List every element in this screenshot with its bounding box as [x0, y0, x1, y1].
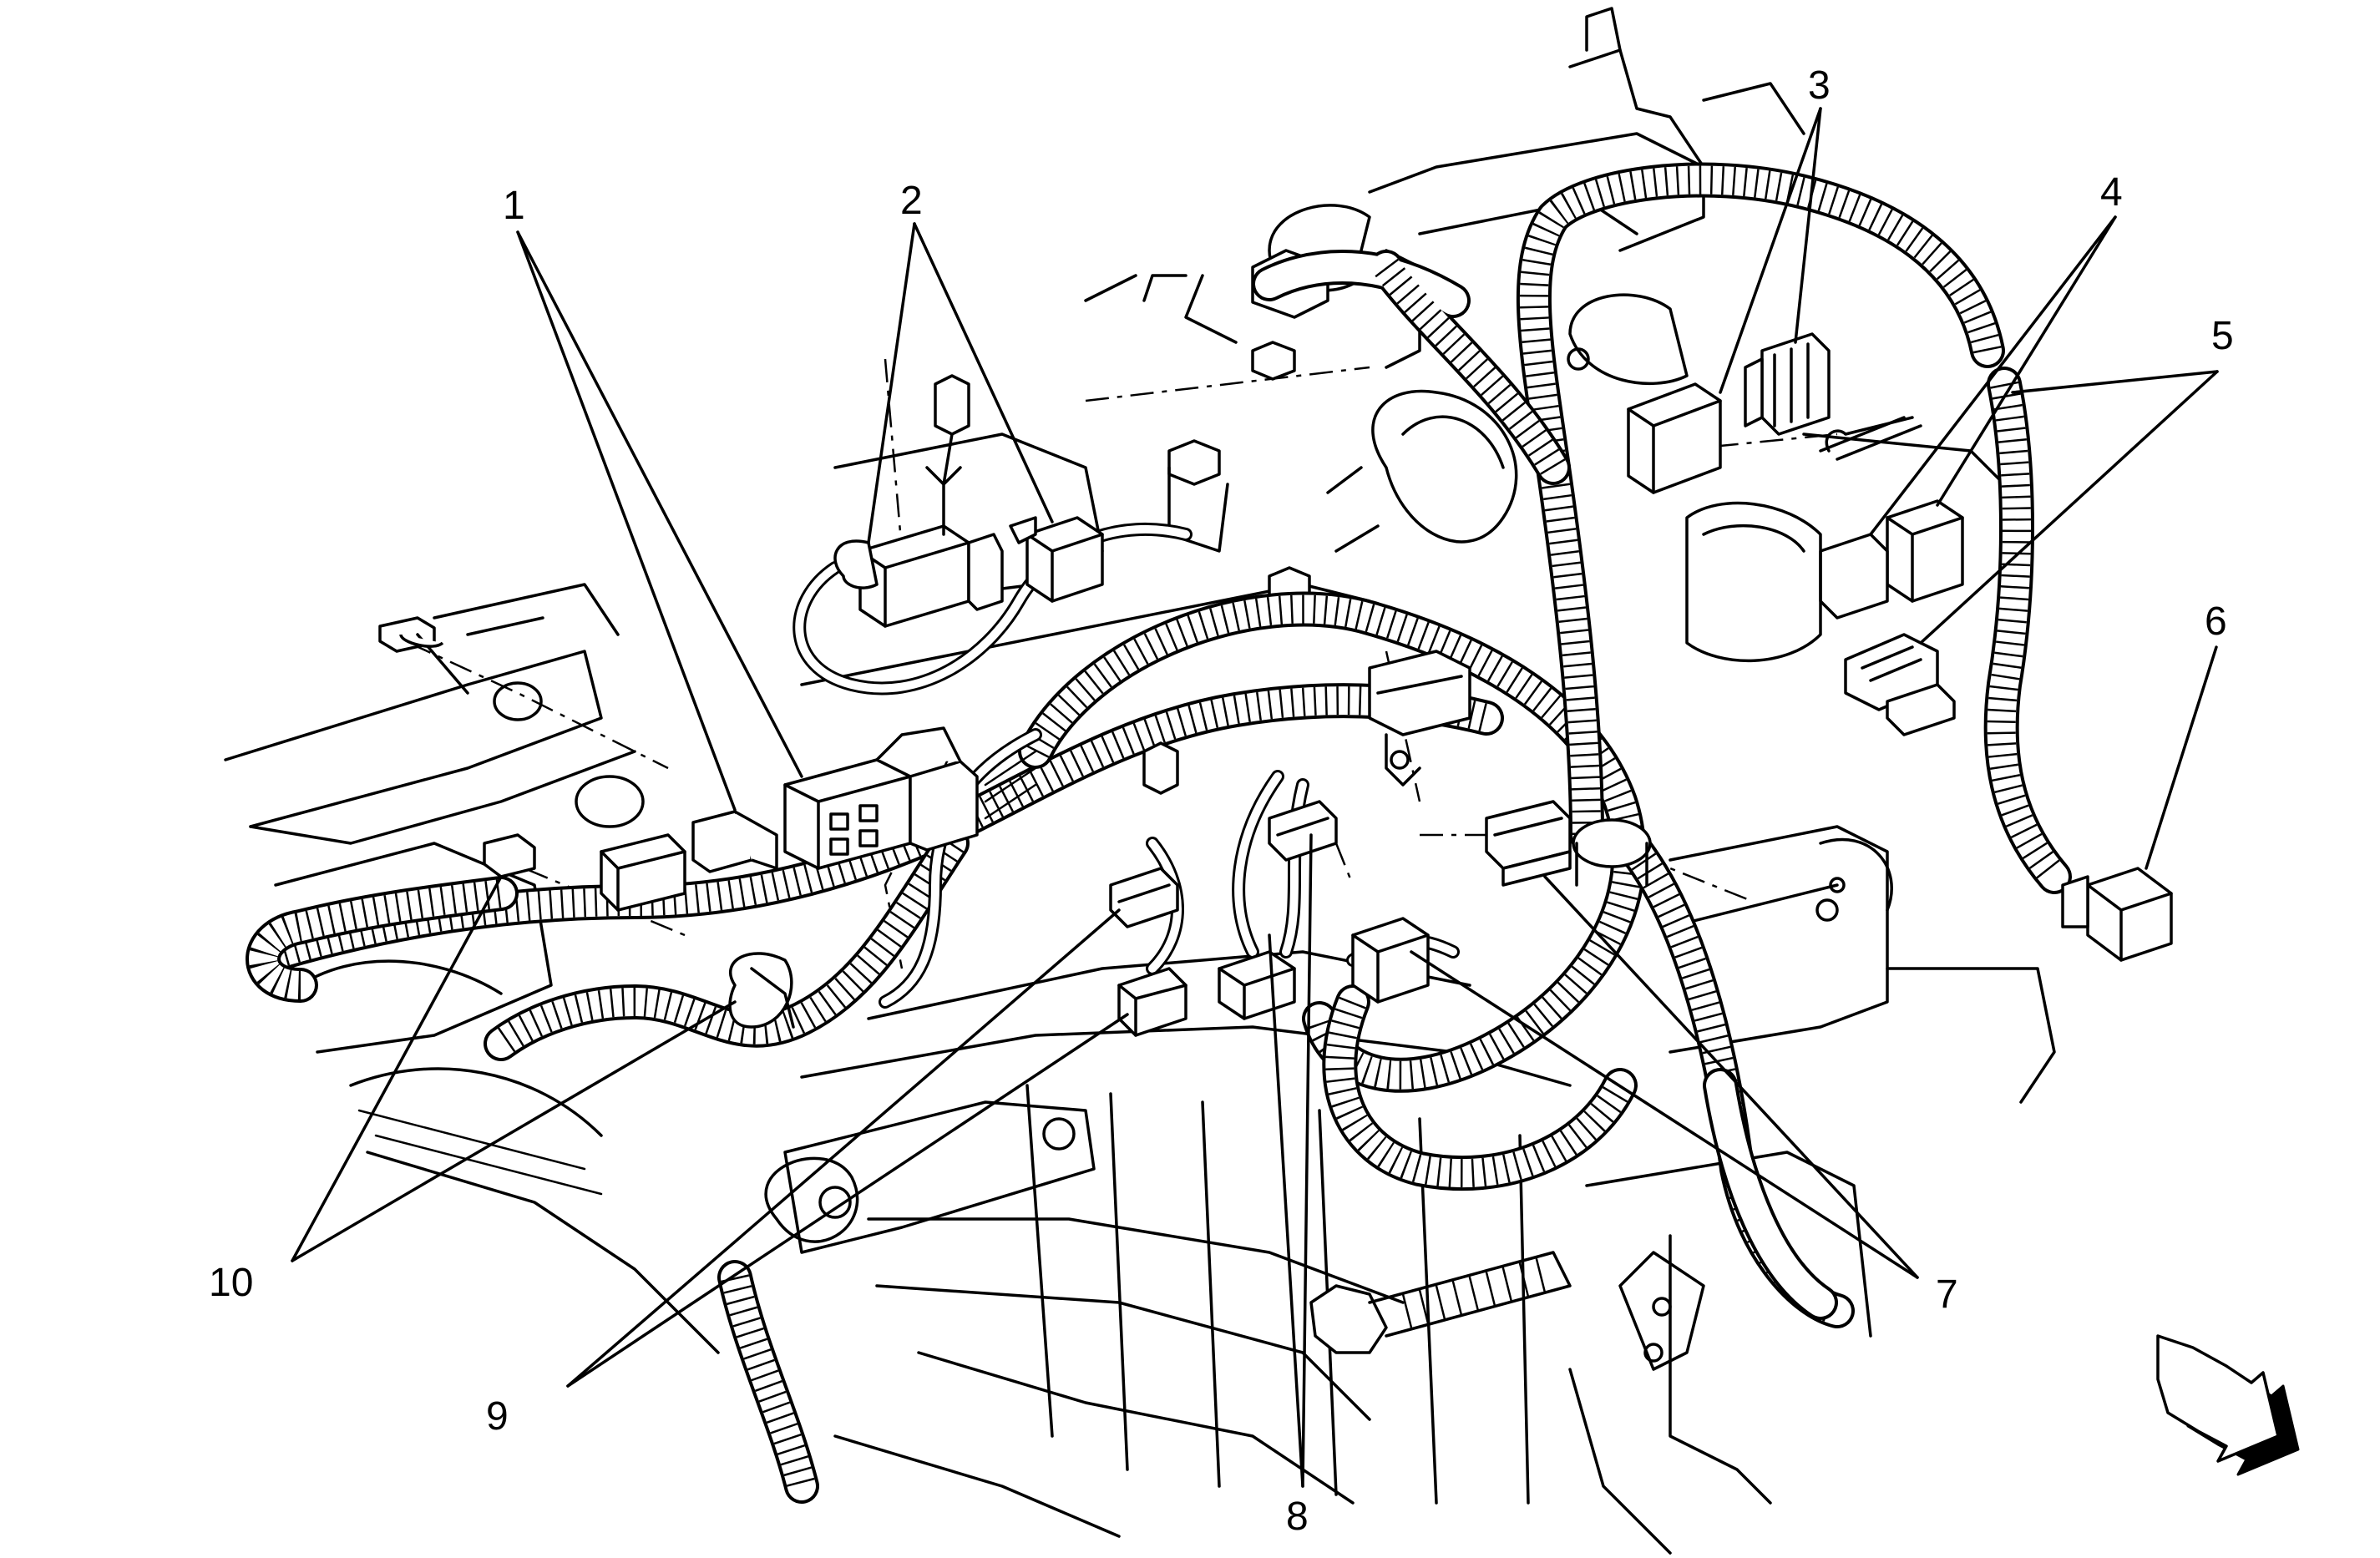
callout-3: 3: [1808, 63, 1831, 108]
connector-1: [783, 726, 1037, 870]
callout-10: 10: [209, 1261, 253, 1305]
connector-4: [1685, 499, 1964, 663]
callout-labels: 1 2 3 4 5 6 7 8 9 10: [209, 63, 2234, 1539]
connector-3: [1567, 293, 1922, 494]
connector-1b: [378, 616, 778, 873]
callout-7: 7: [1936, 1272, 1958, 1317]
connector-6: [2061, 867, 2173, 962]
callout-1: 1: [503, 184, 525, 228]
callout-6: 6: [2205, 599, 2227, 644]
leader-lines: [291, 107, 2219, 1488]
direction-arrow-icon: [2156, 1334, 2300, 1476]
callout-2: 2: [900, 179, 923, 223]
connector-7: [1351, 800, 1572, 1004]
engine-structure: [224, 7, 2056, 1555]
connector-8: [1218, 650, 1471, 1020]
connector-5: [1844, 633, 1956, 736]
connector-10: [483, 833, 795, 1029]
connector-2: [833, 374, 1104, 628]
wiring-harness: [246, 162, 2072, 1504]
callout-8: 8: [1286, 1495, 1309, 1539]
callout-9: 9: [486, 1394, 509, 1439]
connector-9: [1109, 741, 1187, 1037]
connectors: [378, 293, 2173, 1037]
callout-4: 4: [2100, 170, 2123, 215]
callout-5: 5: [2211, 314, 2234, 358]
